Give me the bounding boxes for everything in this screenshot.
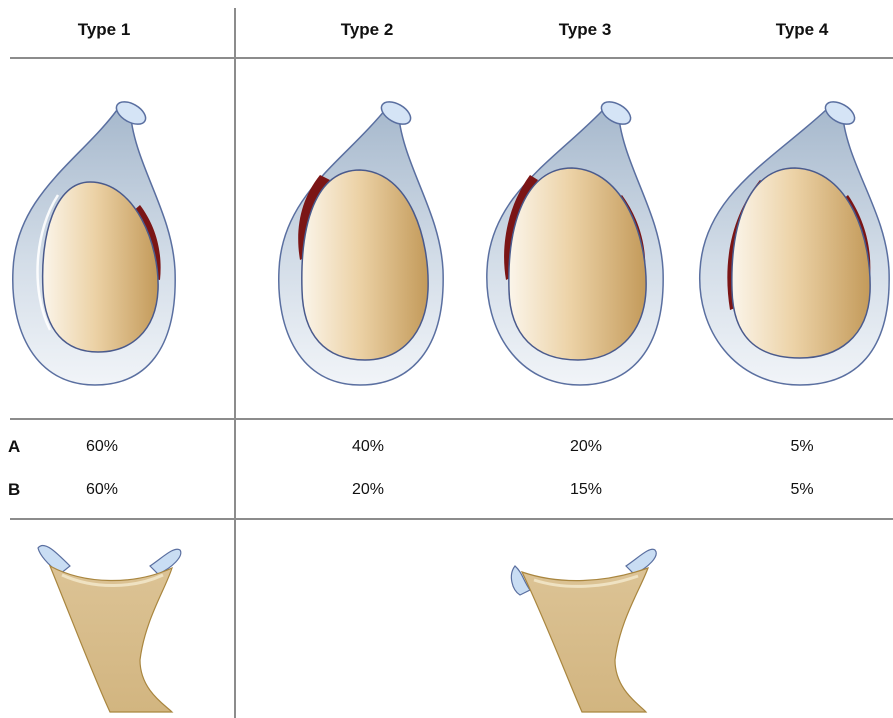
row-label-a: A — [8, 437, 20, 457]
row-label-b: B — [8, 480, 20, 500]
value-a-type-2: 40% — [328, 438, 408, 456]
cross-section-right-bone — [522, 568, 648, 712]
value-b-type-3: 15% — [546, 481, 626, 499]
cross-section-left-bone — [50, 566, 172, 712]
type-2-illustration — [279, 97, 443, 385]
type-4-illustration — [700, 97, 889, 385]
value-b-type-4: 5% — [762, 481, 842, 499]
value-a-type-4: 5% — [762, 438, 842, 456]
value-b-type-1: 60% — [62, 481, 142, 499]
value-a-type-3: 20% — [546, 438, 626, 456]
value-a-type-1: 60% — [62, 438, 142, 456]
type-3-illustration — [487, 97, 663, 385]
value-b-type-2: 20% — [328, 481, 408, 499]
cross-section-left — [38, 545, 181, 712]
type-1-illustration — [13, 97, 175, 385]
cross-section-right — [511, 549, 656, 712]
